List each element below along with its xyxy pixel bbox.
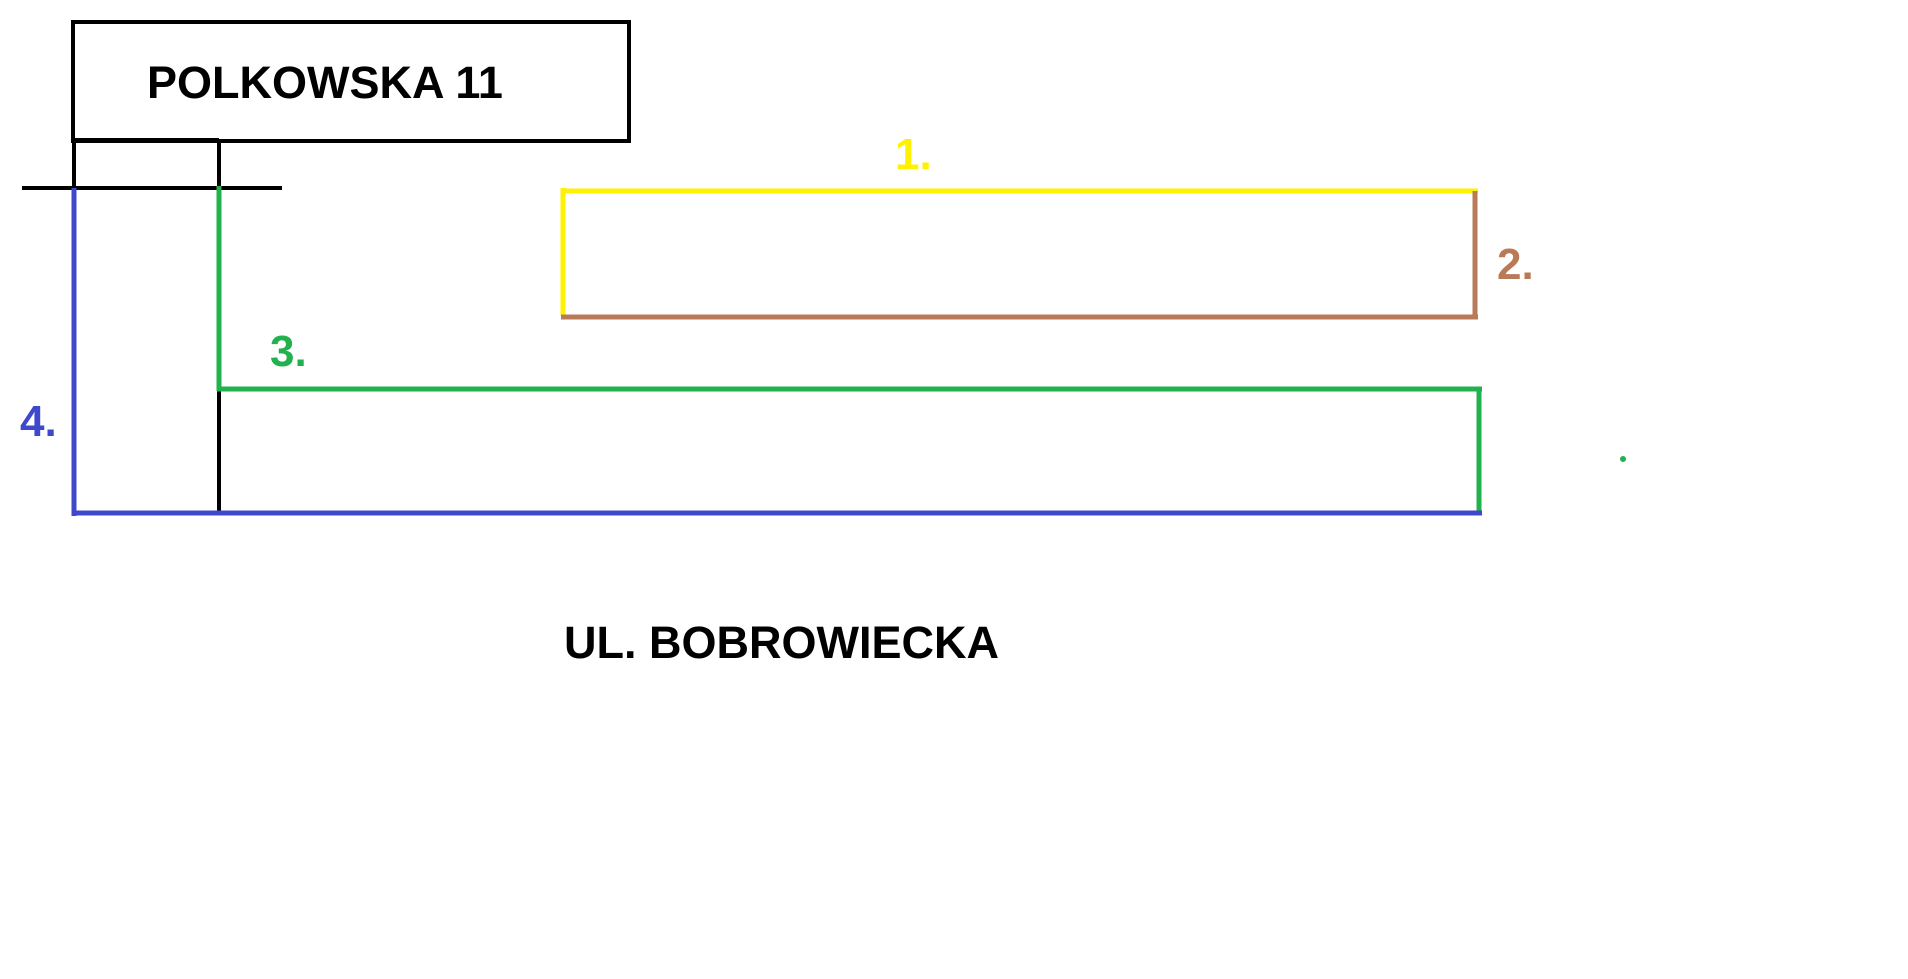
segment-1-number: 1. bbox=[895, 130, 932, 179]
address-box-label: POLKOWSKA 11 bbox=[147, 57, 503, 108]
segment-2-number: 2. bbox=[1497, 240, 1534, 289]
street-label: UL. BOBROWIECKA bbox=[564, 617, 999, 668]
segment-4-number: 4. bbox=[20, 397, 57, 446]
green-dot bbox=[1620, 456, 1626, 462]
address-box bbox=[71, 20, 631, 143]
segment-3-number: 3. bbox=[270, 327, 307, 376]
